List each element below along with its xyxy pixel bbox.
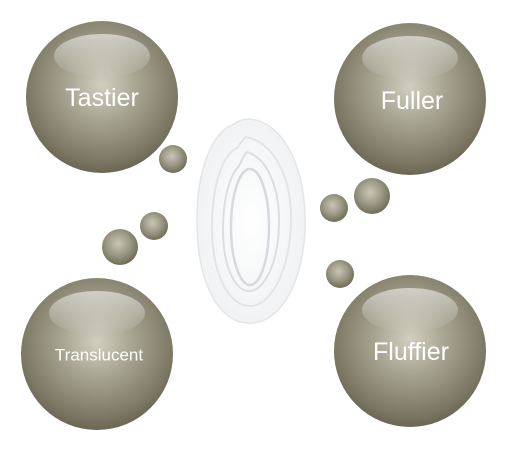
connector-dot <box>140 212 168 240</box>
connector-dot <box>102 229 138 265</box>
bubble-label-tastier: Tastier <box>65 84 139 112</box>
rice-grain <box>196 118 306 324</box>
bubble-translucent: Translucent <box>21 278 173 430</box>
rice-grain-outer <box>196 118 306 324</box>
bubble-fuller: Fuller <box>334 23 486 175</box>
connector-dot <box>159 145 187 173</box>
connector-dot <box>320 194 348 222</box>
rice-grain-ring-1 <box>210 135 293 308</box>
connector-dot <box>326 260 354 288</box>
bubble-tastier: Tastier <box>26 21 178 173</box>
rice-grain-core <box>229 167 271 287</box>
rice-grain-ring-2 <box>221 150 281 293</box>
bubble-label-fuller: Fuller <box>381 87 444 115</box>
bubble-label-fluffier: Fluffier <box>373 338 449 366</box>
bubble-label-translucent: Translucent <box>55 346 143 365</box>
bubble-fluffier: Fluffier <box>334 275 486 427</box>
connector-dot <box>354 178 390 214</box>
